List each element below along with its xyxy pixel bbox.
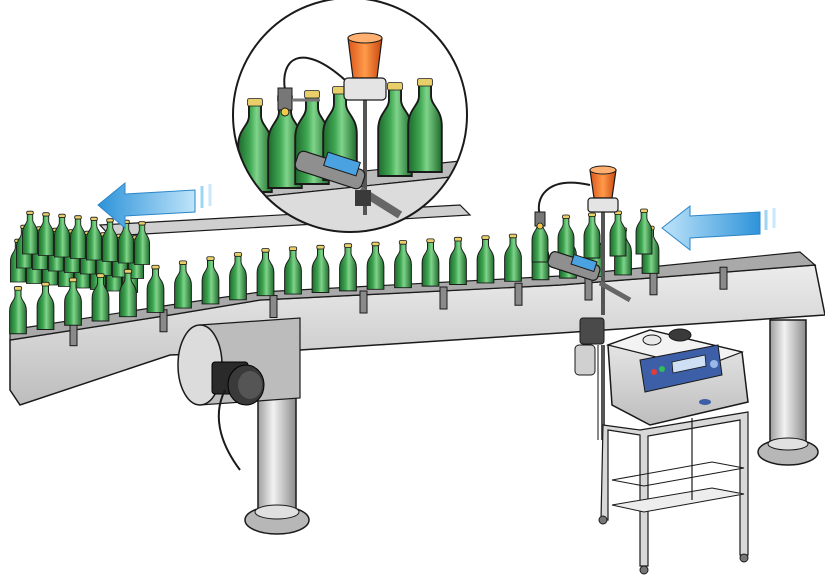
bottle xyxy=(91,273,110,322)
bottle xyxy=(449,236,467,285)
rail-bracket xyxy=(439,286,448,310)
bottle xyxy=(394,240,412,289)
inset-bottle xyxy=(407,78,443,173)
bottle xyxy=(504,233,522,282)
bottle xyxy=(339,243,357,292)
print-head-assembly xyxy=(534,165,632,440)
bottle xyxy=(284,246,302,295)
drive-motor xyxy=(211,361,265,471)
printer-led-red xyxy=(651,369,657,375)
rail-bracket xyxy=(269,295,278,318)
bottle xyxy=(53,213,71,258)
bottle xyxy=(311,244,330,293)
bottle xyxy=(9,286,27,335)
bottle xyxy=(421,238,440,287)
right-support-leg xyxy=(757,319,819,466)
rail-bracket xyxy=(584,277,593,301)
ink-cap xyxy=(668,328,692,342)
rail-bracket xyxy=(69,323,78,347)
bottle xyxy=(146,264,165,313)
bottle xyxy=(85,216,103,261)
umbilical-bracket xyxy=(574,317,605,440)
bottle xyxy=(37,212,55,256)
bottle-line xyxy=(9,208,660,335)
bottle xyxy=(609,210,627,257)
bottle xyxy=(229,252,247,301)
right-arrow xyxy=(661,204,776,252)
rail-bracket xyxy=(359,290,368,314)
bottle xyxy=(36,281,55,330)
bottle xyxy=(557,214,575,261)
print-head xyxy=(547,251,632,303)
bottle xyxy=(256,248,275,297)
left-support-leg xyxy=(244,394,310,535)
inset-product-sensor xyxy=(277,56,346,117)
rail-bracket xyxy=(649,272,658,296)
motor-cable xyxy=(217,389,241,471)
support-legs xyxy=(244,319,819,535)
inset-bottles xyxy=(237,78,443,193)
bottle xyxy=(64,277,82,326)
magnified-inset xyxy=(232,0,468,233)
inset-beacon-light xyxy=(343,32,387,101)
flow-direction-arrows xyxy=(97,181,776,252)
bottle xyxy=(21,210,39,255)
bottle xyxy=(119,269,137,318)
inset-print-head xyxy=(294,150,403,219)
bottle xyxy=(133,221,151,265)
bottle-line-rear xyxy=(9,210,151,293)
printer-led-green xyxy=(659,366,665,372)
bottle xyxy=(635,208,653,255)
beacon-light xyxy=(587,165,619,213)
rail-brackets xyxy=(69,266,728,347)
inkjet-printer xyxy=(605,328,749,426)
product-sensor xyxy=(534,181,591,230)
rail-bracket xyxy=(159,309,168,333)
bottle xyxy=(366,241,385,290)
bottle xyxy=(201,256,220,305)
bottle xyxy=(174,260,192,309)
solvent-cap xyxy=(642,334,662,346)
left-arrow xyxy=(97,181,212,230)
bottle xyxy=(101,218,119,262)
bottle xyxy=(69,215,87,259)
bottle xyxy=(583,212,601,259)
bottle xyxy=(476,235,495,284)
printer-cart xyxy=(598,411,749,575)
rail-bracket xyxy=(719,266,728,290)
printer-display xyxy=(671,354,707,374)
bottle xyxy=(117,219,135,264)
rail-bracket xyxy=(514,282,523,306)
